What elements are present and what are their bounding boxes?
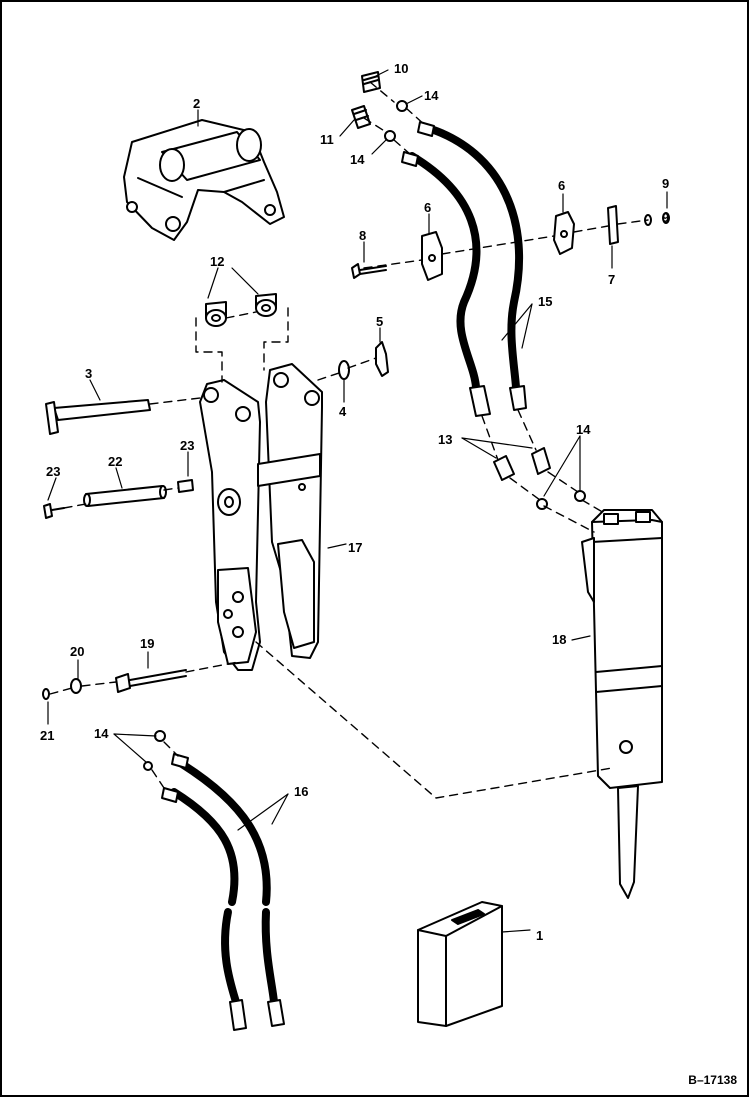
callout-5: 5 bbox=[376, 314, 383, 329]
callout-14c: 14 bbox=[576, 422, 591, 437]
callout-4: 4 bbox=[339, 404, 347, 419]
callout-9b: 9 bbox=[662, 210, 669, 225]
callout-22: 22 bbox=[108, 454, 122, 469]
hydraulic-hoses-upper bbox=[401, 121, 527, 417]
callout-2: 2 bbox=[193, 96, 200, 111]
callout-10: 10 bbox=[394, 61, 408, 76]
hydraulic-hoses-lower bbox=[161, 753, 285, 1031]
o-ring-parts bbox=[143, 100, 586, 771]
callout-17: 17 bbox=[348, 540, 362, 555]
callout-23b: 23 bbox=[46, 464, 60, 479]
callout-12: 12 bbox=[210, 254, 224, 269]
callout-14d: 14 bbox=[94, 726, 109, 741]
pin-part-22 bbox=[83, 485, 167, 507]
callout-7: 7 bbox=[608, 272, 615, 287]
bolt-washer-nut-parts bbox=[42, 669, 187, 700]
clamp-hardware-parts bbox=[351, 205, 670, 281]
callout-15: 15 bbox=[538, 294, 552, 309]
callout-16: 16 bbox=[294, 784, 308, 799]
callout-20: 20 bbox=[70, 644, 84, 659]
callout-9a: 9 bbox=[662, 176, 669, 191]
callout-3: 3 bbox=[85, 366, 92, 381]
hydraulic-breaker-part bbox=[581, 509, 663, 899]
callout-14a: 14 bbox=[424, 88, 439, 103]
pin-part bbox=[45, 399, 151, 435]
callout-8: 8 bbox=[359, 228, 366, 243]
callout-6b: 6 bbox=[558, 178, 565, 193]
bushing-parts bbox=[205, 293, 277, 327]
callout-1: 1 bbox=[536, 928, 543, 943]
callout-leader-lines bbox=[47, 69, 668, 933]
callout-13: 13 bbox=[438, 432, 452, 447]
side-plate-assembly-part bbox=[199, 363, 323, 671]
manual-box-part bbox=[417, 901, 503, 1027]
callout-21: 21 bbox=[40, 728, 54, 743]
bolt-parts-23 bbox=[43, 479, 194, 519]
figure-id-label: B–17138 bbox=[688, 1073, 737, 1087]
washer-and-keeper-parts bbox=[338, 341, 389, 380]
assembly-dashed-lines bbox=[49, 81, 649, 799]
callout-19: 19 bbox=[140, 636, 154, 651]
callout-23a: 23 bbox=[180, 438, 194, 453]
mounting-bracket-part bbox=[123, 119, 285, 241]
callout-18: 18 bbox=[552, 632, 566, 647]
callout-11: 11 bbox=[320, 132, 334, 147]
callout-14b: 14 bbox=[350, 152, 365, 167]
callout-labels: 1 2 3 4 5 6 6 7 8 9 9 10 11 12 13 14 14 … bbox=[40, 61, 669, 943]
elbow-fitting-parts bbox=[493, 447, 551, 481]
callout-6a: 6 bbox=[424, 200, 431, 215]
